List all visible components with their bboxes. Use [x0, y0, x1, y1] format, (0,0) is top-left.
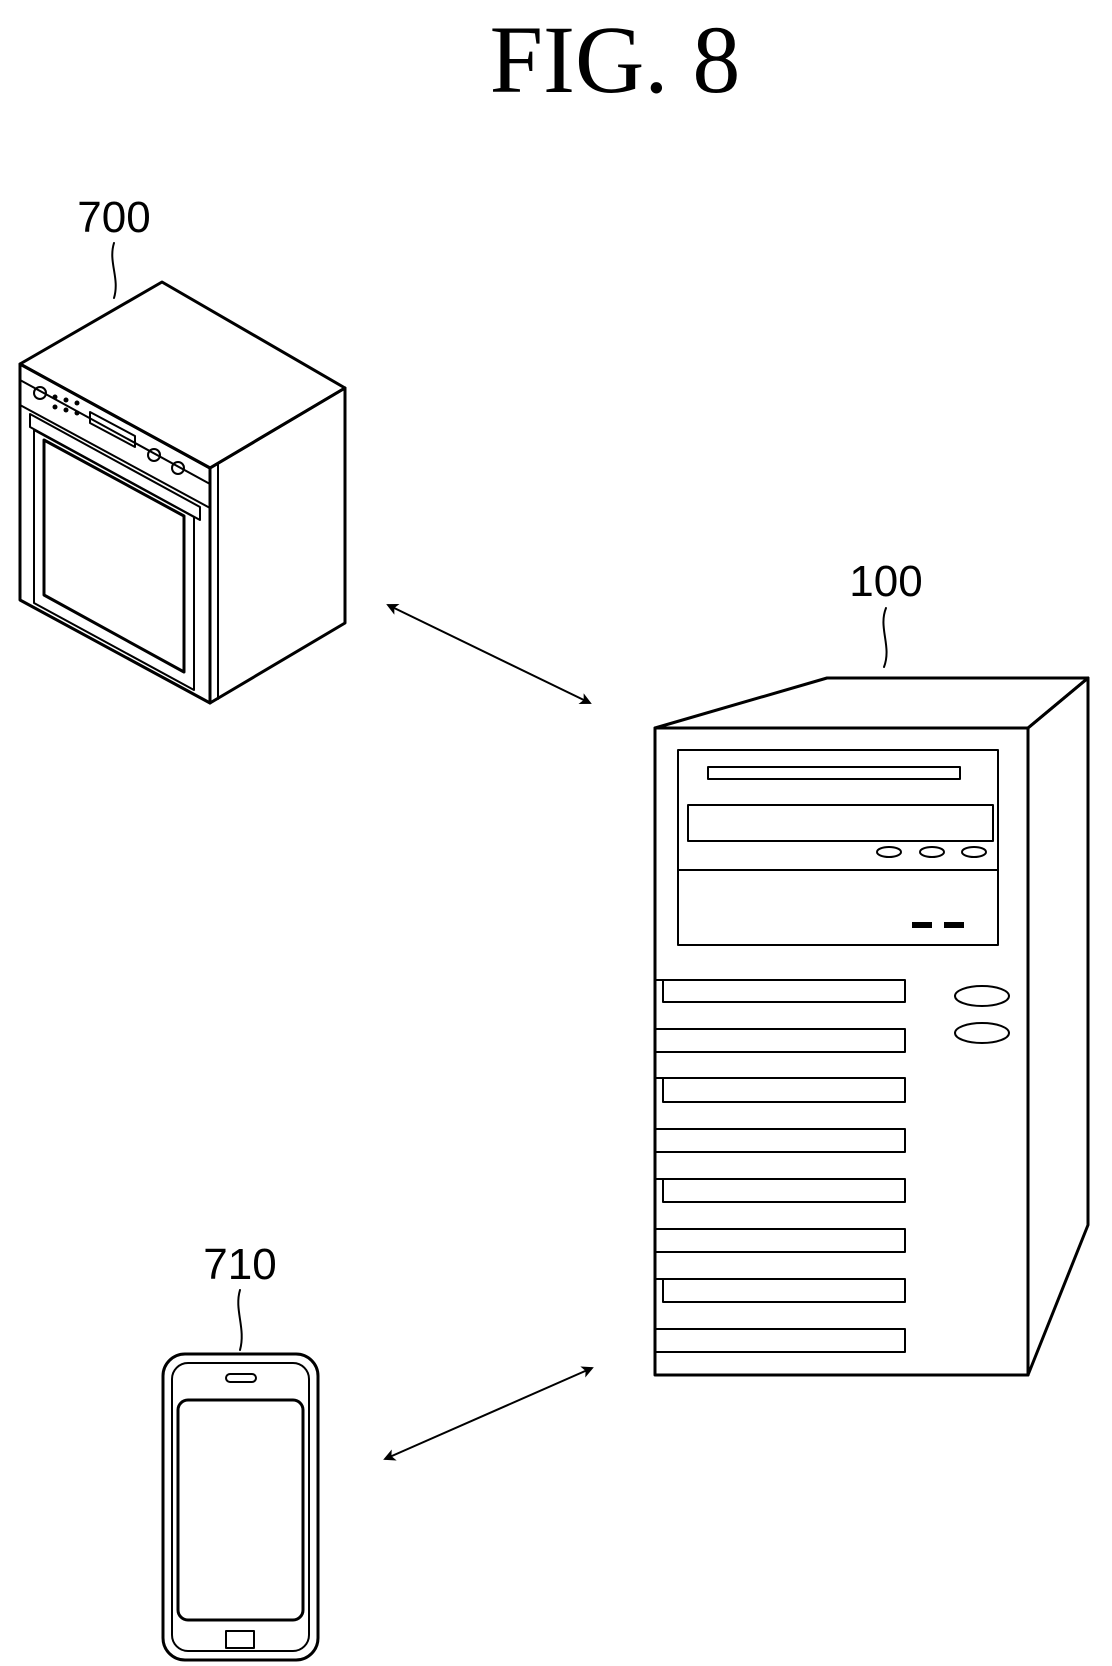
phone-server-arrow: [385, 1368, 592, 1459]
server-leader-line: [883, 608, 886, 667]
phone-reference-label: 710: [203, 1240, 276, 1289]
oven-icon: [20, 282, 345, 703]
oven-reference-label: 700: [77, 193, 150, 242]
smartphone-icon: [163, 1354, 318, 1660]
oven-server-arrow: [388, 605, 590, 703]
oven-leader-line: [112, 243, 115, 298]
figure-title: FIG. 8: [490, 6, 741, 113]
server-tower-icon: [655, 678, 1088, 1375]
phone-leader-line: [238, 1290, 241, 1350]
server-reference-label: 100: [849, 557, 922, 606]
